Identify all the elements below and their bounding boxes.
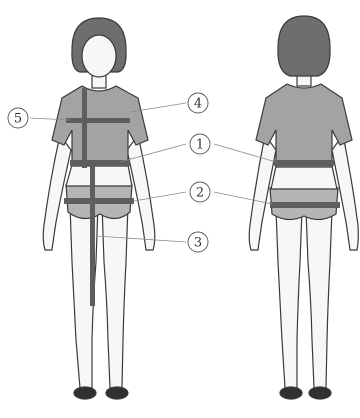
back-right-leg <box>306 210 332 388</box>
back-left-leg <box>276 210 302 388</box>
front-hip-band <box>64 198 134 204</box>
front-right-shoe <box>106 387 128 399</box>
front-right-leg <box>102 205 128 388</box>
callout-2: 2 <box>190 182 210 202</box>
front-midriff <box>66 165 132 186</box>
front-figure <box>43 18 155 399</box>
back-midriff <box>271 166 337 189</box>
callout-label: 2 <box>196 186 204 201</box>
callout-1: 1 <box>190 134 210 154</box>
back-hair <box>278 16 330 76</box>
front-left-shoe <box>74 387 96 399</box>
front-shoulder-width-band <box>66 118 130 123</box>
front-face <box>82 35 116 77</box>
back-right-shoe <box>309 387 331 399</box>
back-hip-band <box>270 202 340 208</box>
callout-5: 5 <box>8 108 28 128</box>
front-body-length-band <box>82 88 87 168</box>
front-pants-length-band <box>90 166 95 306</box>
callout-label: 5 <box>14 112 22 127</box>
callout-3: 3 <box>188 232 208 252</box>
front-waist-band <box>70 160 130 166</box>
callout-label: 1 <box>196 138 204 153</box>
back-left-shoe <box>280 387 302 399</box>
callout-label: 3 <box>194 236 202 251</box>
back-waist-band <box>274 160 334 166</box>
callout-label: 4 <box>194 97 202 112</box>
callout-4: 4 <box>188 93 208 113</box>
